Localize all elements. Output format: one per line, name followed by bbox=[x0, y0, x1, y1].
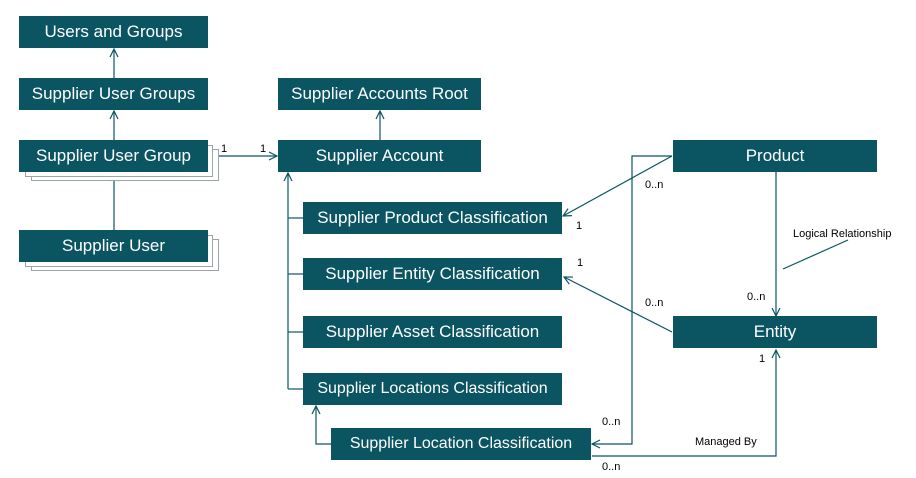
label-location-many-top: 0..n bbox=[602, 416, 621, 428]
node-supplier-entity-classification: Supplier Entity Classification bbox=[303, 258, 562, 290]
edge-entity-to-entity-class bbox=[564, 277, 673, 333]
label-entity-managed-one: 1 bbox=[759, 353, 766, 365]
edge-location-to-locations bbox=[316, 406, 331, 445]
node-supplier-product-classification: Supplier Product Classification bbox=[303, 202, 562, 234]
label-entity-class-one: 1 bbox=[577, 257, 584, 269]
node-supplier-locations-classification: Supplier Locations Classification bbox=[303, 373, 562, 405]
label-managed-by: Managed By bbox=[695, 436, 757, 448]
edge-product-to-location-class bbox=[592, 155, 672, 444]
node-supplier-location-classification: Supplier Location Classification bbox=[331, 428, 591, 460]
node-supplier-user: Supplier User bbox=[19, 230, 208, 262]
node-supplier-accounts-root: Supplier Accounts Root bbox=[278, 78, 481, 110]
label-product-class-many: 0..n bbox=[645, 179, 664, 191]
label-group-account-left: 1 bbox=[221, 143, 228, 155]
node-supplier-user-group: Supplier User Group bbox=[19, 140, 208, 172]
label-product-class-one: 1 bbox=[576, 220, 583, 232]
edge-product-to-product-class bbox=[563, 155, 673, 216]
node-entity: Entity bbox=[673, 316, 877, 348]
label-product-entity-many: 0..n bbox=[747, 291, 766, 303]
node-supplier-account: Supplier Account bbox=[278, 140, 481, 172]
node-supplier-asset-classification: Supplier Asset Classification bbox=[303, 316, 562, 348]
logical-relationship-pointer bbox=[782, 239, 849, 270]
node-product: Product bbox=[673, 140, 877, 172]
label-logical-relationship: Logical Relationship bbox=[793, 228, 892, 240]
label-group-account-right: 1 bbox=[260, 143, 267, 155]
edge-location-to-entity bbox=[592, 350, 776, 457]
node-supplier-user-groups: Supplier User Groups bbox=[19, 78, 208, 110]
label-location-many-bottom: 0..n bbox=[602, 461, 621, 473]
node-users-and-groups: Users and Groups bbox=[19, 16, 208, 48]
label-entity-class-many: 0..n bbox=[645, 297, 664, 309]
